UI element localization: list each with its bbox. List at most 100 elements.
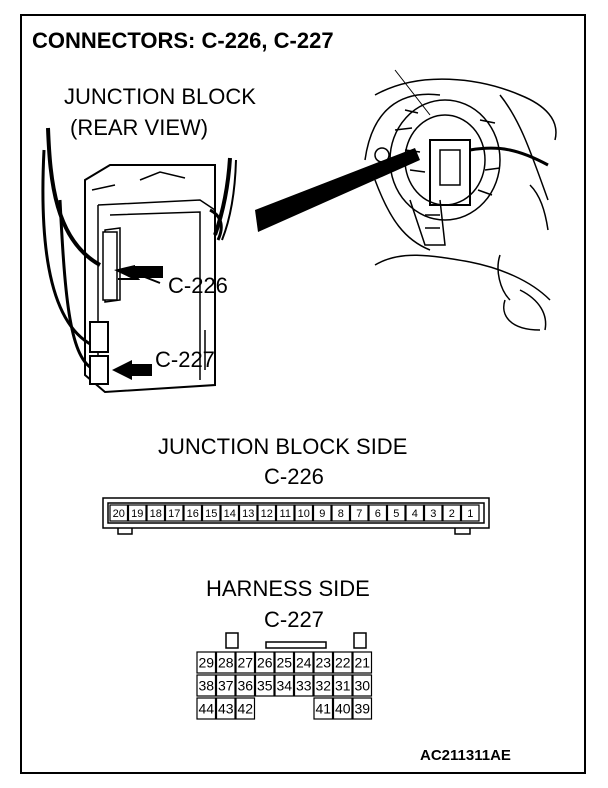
c227-pin-26: 26: [254, 651, 275, 674]
c227-pin-41: 41: [313, 697, 334, 720]
c227-pin-33: 33: [293, 674, 314, 697]
c227-pin-36: 36: [235, 674, 256, 697]
c227-pin-31: 31: [332, 674, 353, 697]
svg-text:27: 27: [237, 655, 253, 671]
c227-pin-34: 34: [274, 674, 295, 697]
c226-pin-14: 14: [220, 504, 240, 522]
c227-pin-29: 29: [196, 651, 217, 674]
svg-text:40: 40: [335, 701, 351, 717]
c226-pin-5: 5: [386, 504, 406, 522]
svg-text:29: 29: [198, 655, 214, 671]
svg-text:43: 43: [218, 701, 234, 717]
svg-text:31: 31: [335, 678, 351, 694]
svg-text:34: 34: [276, 678, 292, 694]
junction-block-side-code: C-226: [264, 464, 324, 489]
c226-pin-17: 17: [164, 504, 184, 522]
c227-pin-27: 27: [235, 651, 256, 674]
c227-pin-22: 22: [332, 651, 353, 674]
c227-pin-37: 37: [215, 674, 236, 697]
svg-text:30: 30: [354, 678, 370, 694]
c227-pin-24: 24: [293, 651, 314, 674]
svg-text:7: 7: [356, 508, 362, 520]
c226-pin-9: 9: [312, 504, 332, 522]
junction-block-label: JUNCTION BLOCK: [64, 84, 256, 109]
harness-side-code: C-227: [264, 607, 324, 632]
junction-block-illustration: [41, 127, 237, 394]
svg-text:11: 11: [280, 508, 291, 520]
svg-text:37: 37: [218, 678, 234, 694]
c227-connector-face: [225, 632, 367, 649]
svg-text:6: 6: [375, 508, 381, 520]
c226-callout: C-226: [168, 273, 228, 298]
c227-pin-25: 25: [274, 651, 295, 674]
svg-text:4: 4: [412, 508, 418, 520]
svg-text:1: 1: [467, 508, 473, 520]
c226-pin-19: 19: [127, 504, 147, 522]
c226-connector-face: [102, 497, 490, 535]
svg-text:2: 2: [449, 508, 455, 520]
svg-text:19: 19: [131, 508, 143, 520]
c227-pin-43: 43: [215, 697, 236, 720]
c226-pin-10: 10: [294, 504, 314, 522]
svg-text:24: 24: [296, 655, 312, 671]
c226-pin-12: 12: [257, 504, 277, 522]
svg-text:18: 18: [150, 508, 162, 520]
svg-text:38: 38: [198, 678, 214, 694]
svg-text:13: 13: [242, 508, 254, 520]
location-pointer: [255, 148, 420, 232]
svg-text:22: 22: [335, 655, 351, 671]
svg-text:39: 39: [354, 701, 370, 717]
c226-pin-15: 15: [201, 504, 221, 522]
svg-text:16: 16: [187, 508, 199, 520]
svg-text:8: 8: [338, 508, 344, 520]
c227-pin-30: 30: [352, 674, 373, 697]
svg-text:41: 41: [315, 701, 331, 717]
c226-pin-3: 3: [423, 504, 443, 522]
c227-pin-35: 35: [254, 674, 275, 697]
svg-text:10: 10: [298, 508, 310, 520]
c226-pin-6: 6: [368, 504, 388, 522]
c227-pin-40: 40: [332, 697, 353, 720]
c227-pin-39: 39: [352, 697, 373, 720]
c227-pin-32: 32: [313, 674, 334, 697]
svg-text:14: 14: [224, 508, 236, 520]
c226-pin-20: 20: [109, 504, 129, 522]
svg-text:42: 42: [237, 701, 253, 717]
svg-text:35: 35: [257, 678, 273, 694]
svg-text:25: 25: [276, 655, 292, 671]
c226-pin-1: 1: [460, 504, 480, 522]
c226-pin-18: 18: [146, 504, 166, 522]
svg-text:36: 36: [237, 678, 253, 694]
c227-callout: C-227: [155, 347, 215, 372]
c227-pin-28: 28: [215, 651, 236, 674]
junction-block-side-title: JUNCTION BLOCK SIDE: [158, 434, 408, 459]
svg-text:17: 17: [168, 508, 180, 520]
svg-text:15: 15: [205, 508, 217, 520]
c226-pin-11: 11: [275, 504, 295, 522]
c226-pin-8: 8: [331, 504, 351, 522]
svg-text:20: 20: [113, 508, 125, 520]
harness-side-title: HARNESS SIDE: [206, 576, 370, 601]
svg-text:32: 32: [315, 678, 331, 694]
svg-text:26: 26: [257, 655, 273, 671]
svg-text:12: 12: [261, 508, 273, 520]
svg-text:9: 9: [319, 508, 325, 520]
svg-text:21: 21: [354, 655, 370, 671]
svg-text:23: 23: [315, 655, 331, 671]
page-title: CONNECTORS: C-226, C-227: [32, 28, 334, 53]
svg-text:33: 33: [296, 678, 312, 694]
c227-pin-23: 23: [313, 651, 334, 674]
c226-pin-4: 4: [405, 504, 425, 522]
figure-frame: [20, 14, 586, 774]
c227-pin-44: 44: [196, 697, 217, 720]
svg-text:44: 44: [198, 701, 214, 717]
svg-text:3: 3: [430, 508, 436, 520]
c227-pin-42: 42: [235, 697, 256, 720]
c226-pin-2: 2: [442, 504, 462, 522]
c226-pin-13: 13: [238, 504, 258, 522]
svg-text:5: 5: [393, 508, 399, 520]
dashboard-illustration: [364, 69, 557, 331]
figure-id: AC211311AE: [420, 747, 511, 764]
rear-view-label: (REAR VIEW): [70, 115, 209, 140]
